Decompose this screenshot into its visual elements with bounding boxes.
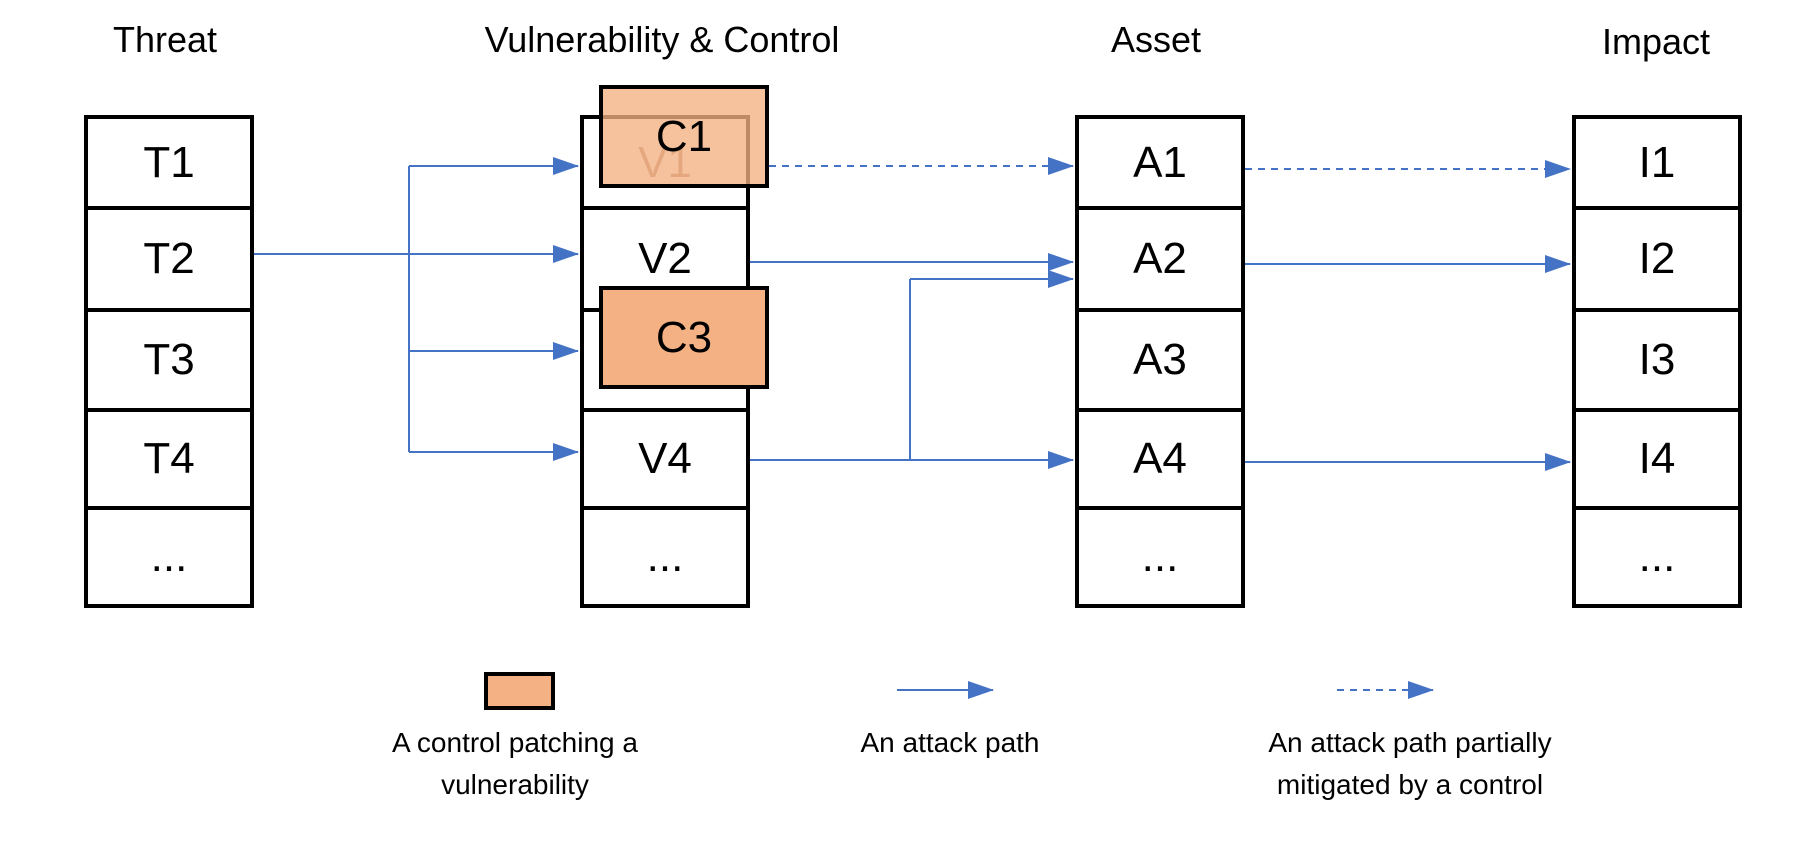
impact-cell: ... [1572,506,1742,608]
legend-control-swatch [484,672,555,710]
header-asset: Asset [1110,19,1202,60]
impact-cell: I4 [1572,408,1742,510]
asset-cell: A3 [1075,308,1245,412]
legend-control-label: A control patching a vulnerability [392,727,638,800]
legend-attack-path-label: An attack path [860,727,1040,758]
threat-cell: ... [84,506,254,608]
asset-cell: A1 [1075,115,1245,210]
header-impact: Impact [1601,21,1711,62]
header-vulnerability-control: Vulnerability & Control [484,19,840,60]
impact-cell: I1 [1572,115,1742,210]
control-c3: C3 [599,286,769,389]
impact-cell: I2 [1572,206,1742,312]
threat-cell: T1 [84,115,254,210]
control-c1: C1 [599,85,769,188]
header-threat: Threat [112,19,218,60]
vulnerability-cell: V4 [580,408,750,510]
legend-mitigated-path-label: An attack path partially mitigated by a … [1268,727,1552,800]
asset-cell: ... [1075,506,1245,608]
vulnerability-cell: ... [580,506,750,608]
